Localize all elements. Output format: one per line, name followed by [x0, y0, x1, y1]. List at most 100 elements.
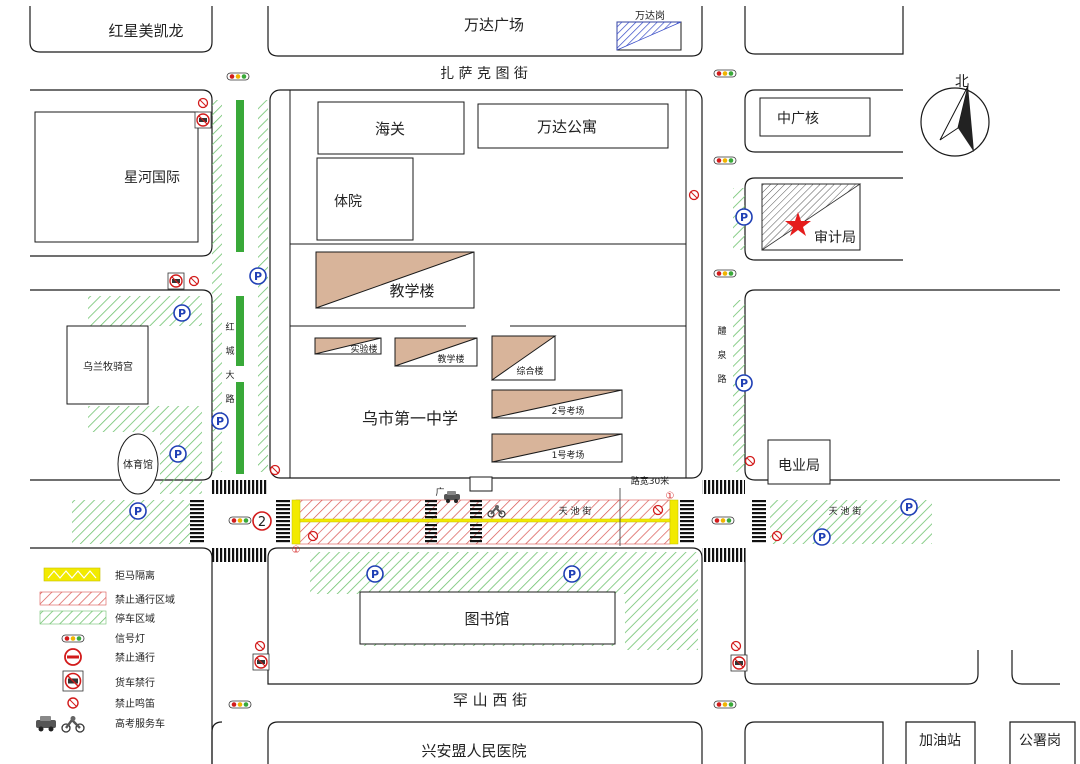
barriers — [291, 499, 679, 545]
no-honking-icon — [688, 189, 700, 201]
label-lab: 实验楼 — [350, 343, 377, 355]
audit-wedge — [761, 183, 862, 251]
street-west-char: 红 — [225, 321, 234, 333]
label-ulan: 乌兰牧骑宫 — [83, 360, 133, 373]
labels: 红星美凯龙 万达广场 万达岗 扎 萨 克 图 街 星河国际 海关 万达公寓 体院… — [83, 10, 1061, 760]
parking-sign-icon: P — [735, 208, 753, 226]
star-icon — [785, 212, 811, 236]
service-car-icon — [444, 491, 460, 503]
parking-sign-icon: P — [735, 374, 753, 392]
compass: 北 — [920, 74, 990, 157]
no-honking-icon — [254, 640, 266, 652]
label-gym: 体育馆 — [123, 458, 153, 471]
parking-letter: P — [905, 501, 913, 514]
label-hongxing: 红星美凯龙 — [108, 22, 183, 40]
school-divisions — [289, 90, 687, 478]
legend-service-vehicle: 高考服务车 — [36, 716, 165, 733]
label-exam1: 1号考场 — [552, 450, 585, 461]
legend-no-honking: 禁止鸣笛 — [67, 697, 155, 710]
legend-barrier: 拒马隔离 — [43, 567, 155, 582]
no-honking-signs — [188, 97, 783, 652]
parking-letter: P — [818, 531, 826, 544]
street-middle-east: 天 池 街 — [829, 505, 862, 517]
no-truck-icon — [194, 111, 212, 129]
label-wanda-apartment: 万达公寓 — [537, 118, 597, 136]
no-truck-signs — [167, 111, 748, 672]
label-guang: 广 — [435, 486, 444, 498]
parking-letter: P — [371, 568, 379, 581]
ulan-box — [66, 325, 149, 405]
no-honking-icon — [730, 640, 742, 652]
wanda-post-wedge — [616, 21, 682, 51]
xinghe-box — [34, 111, 199, 243]
circled-2-marker: 2 — [252, 511, 272, 531]
no-honking-icon — [188, 275, 200, 287]
no-honking-icon — [771, 530, 783, 542]
parking-letter: P — [174, 448, 182, 461]
parking-letter: P — [216, 415, 224, 428]
parking-letter: P — [568, 568, 576, 581]
legend-traffic-light: 信号灯 — [61, 633, 145, 645]
label-complex: 综合楼 — [516, 365, 543, 377]
street-west: 红 城 大 路 — [225, 321, 234, 405]
gym-oval — [117, 433, 159, 495]
parking-letter: P — [740, 377, 748, 390]
label-xinghe: 星河国际 — [124, 170, 180, 186]
street-east-char: 泉 — [717, 349, 726, 361]
zhongguanghe-box — [759, 97, 871, 137]
street-east-char: 路 — [717, 373, 726, 385]
traffic-light-icon — [713, 700, 737, 709]
no-honking-icon — [744, 455, 756, 467]
traffic-light-icon — [713, 156, 737, 165]
label-teaching-small: 教学楼 — [437, 353, 464, 365]
library-box — [359, 591, 616, 645]
no-honking-icon — [269, 464, 281, 476]
crosswalks — [190, 480, 766, 562]
parking-letter: P — [178, 307, 186, 320]
median-strips — [236, 100, 244, 474]
traffic-lights — [226, 69, 737, 709]
compass-north-label: 北 — [955, 74, 969, 90]
legend-no-entry-area: 禁止通行区域 — [39, 591, 175, 606]
label-teaching-main: 教学楼 — [389, 282, 434, 300]
no-truck-icon — [730, 654, 748, 672]
service-motorbike-icon — [487, 505, 506, 518]
no-honking-icon — [197, 97, 209, 109]
wanda-apartment-box — [477, 103, 669, 149]
parking-zone — [160, 432, 202, 494]
label-school: 乌市第一中学 — [362, 409, 458, 428]
parking-sign-icon: P — [249, 267, 267, 285]
label-wanda-plaza: 万达广场 — [464, 16, 524, 34]
no-honking-icon — [652, 504, 664, 516]
street-north: 扎 萨 克 图 街 — [440, 66, 528, 82]
legend-label: 信号灯 — [115, 633, 145, 645]
label-tiyuan: 体院 — [334, 194, 362, 210]
legend-label: 高考服务车 — [115, 717, 165, 730]
barrier — [291, 499, 301, 545]
label-gas: 加油站 — [919, 733, 961, 749]
street-west-char: 路 — [225, 393, 234, 405]
street-east: 醴 泉 路 — [717, 325, 726, 385]
legend-label: 禁止通行 — [115, 651, 155, 664]
label-power: 电业局 — [778, 458, 820, 474]
parking-sign-icon: P — [211, 412, 229, 430]
parking-sign-icon: P — [173, 304, 191, 322]
barrier-line — [299, 518, 671, 523]
legend-label: 拒马隔离 — [115, 569, 155, 582]
label-customs: 海关 — [375, 120, 405, 138]
parking-zone — [212, 100, 222, 472]
parking-zone — [88, 406, 202, 432]
street-south: 罕 山 西 街 — [453, 691, 527, 709]
no-truck-icon — [167, 272, 185, 290]
tiyuan-box — [316, 157, 414, 241]
no-honking-icon — [307, 530, 319, 542]
no-truck-icon — [252, 653, 270, 671]
parking-sign-icon: P — [813, 528, 831, 546]
street-middle-west: 天 池 街 — [559, 505, 592, 517]
legend-label: 货车禁行 — [115, 676, 155, 689]
circled-1-marker: ① — [666, 491, 675, 502]
legend-label: 禁止通行区域 — [115, 593, 175, 606]
parking-sign-icon: P — [900, 498, 918, 516]
guang-box — [469, 476, 493, 492]
